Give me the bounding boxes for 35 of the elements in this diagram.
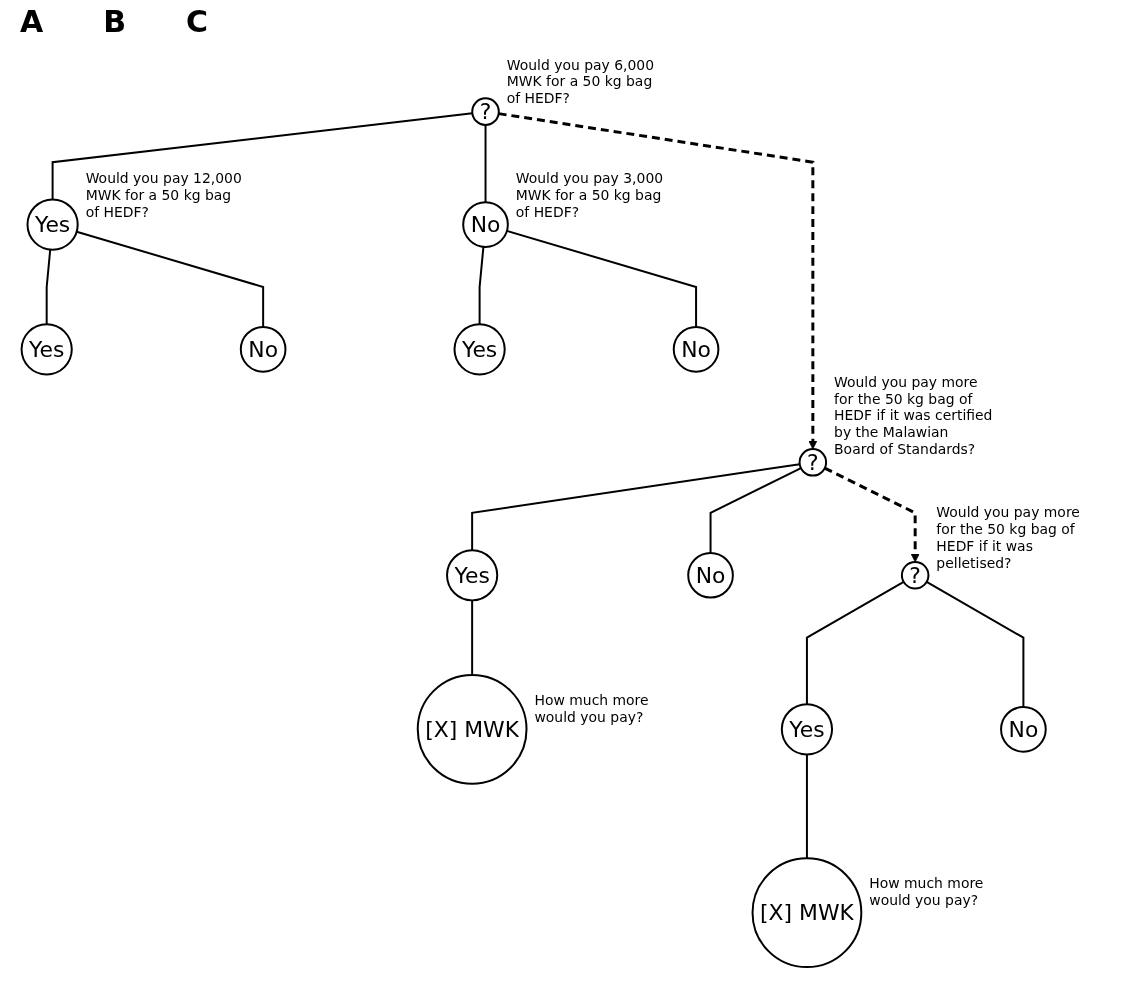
question-text: Would you pay 6,000 MWK for a 50 kg bag of HEDF? <box>506 56 656 108</box>
node-circle: Yes <box>780 702 834 755</box>
node-circle: Yes <box>453 322 506 375</box>
connector <box>709 466 802 554</box>
question-text: Would you pay more for the 50 kg bag of HEDF if it was pelletised? <box>936 503 1081 571</box>
arrow <box>824 466 920 562</box>
node-circle: ? <box>471 96 500 126</box>
node-circle: Yes <box>26 197 79 251</box>
connector <box>805 752 808 859</box>
node-circle: No <box>462 200 509 248</box>
node-circle: Yes <box>446 548 499 601</box>
connector <box>471 598 474 676</box>
node-circle: [X] MWK <box>751 856 863 968</box>
section-letter: A <box>20 6 44 38</box>
node-circle: Yes <box>20 322 73 375</box>
section-letter: C <box>186 6 209 38</box>
node-circle: No <box>672 325 720 373</box>
section-letter: B <box>103 6 127 38</box>
question-text: Would you pay 12,000 MWK for a 50 kg bag of HEDF? <box>85 169 243 221</box>
connector <box>478 245 485 325</box>
node-circle: [X] MWK <box>416 673 528 785</box>
node-circle: ? <box>900 560 930 590</box>
arrow <box>498 111 818 449</box>
node-circle: No <box>687 551 734 599</box>
node-circle: ? <box>798 447 828 477</box>
question-text: How much more would you pay? <box>869 874 985 909</box>
question-text: How much more would you pay? <box>534 691 650 725</box>
connector <box>805 580 905 705</box>
connector <box>484 123 487 203</box>
connector <box>45 248 52 325</box>
question-text: Would you pay more for the 50 kg bag of HEDF if it was certified by the Malawian Board of Standards? <box>834 373 994 458</box>
question-text: Would you pay 3,000 MWK for a 50 kg bag of HEDF? <box>515 169 665 221</box>
node-circle: No <box>1000 705 1047 753</box>
connector <box>925 580 1025 708</box>
node-circle: No <box>239 325 287 373</box>
